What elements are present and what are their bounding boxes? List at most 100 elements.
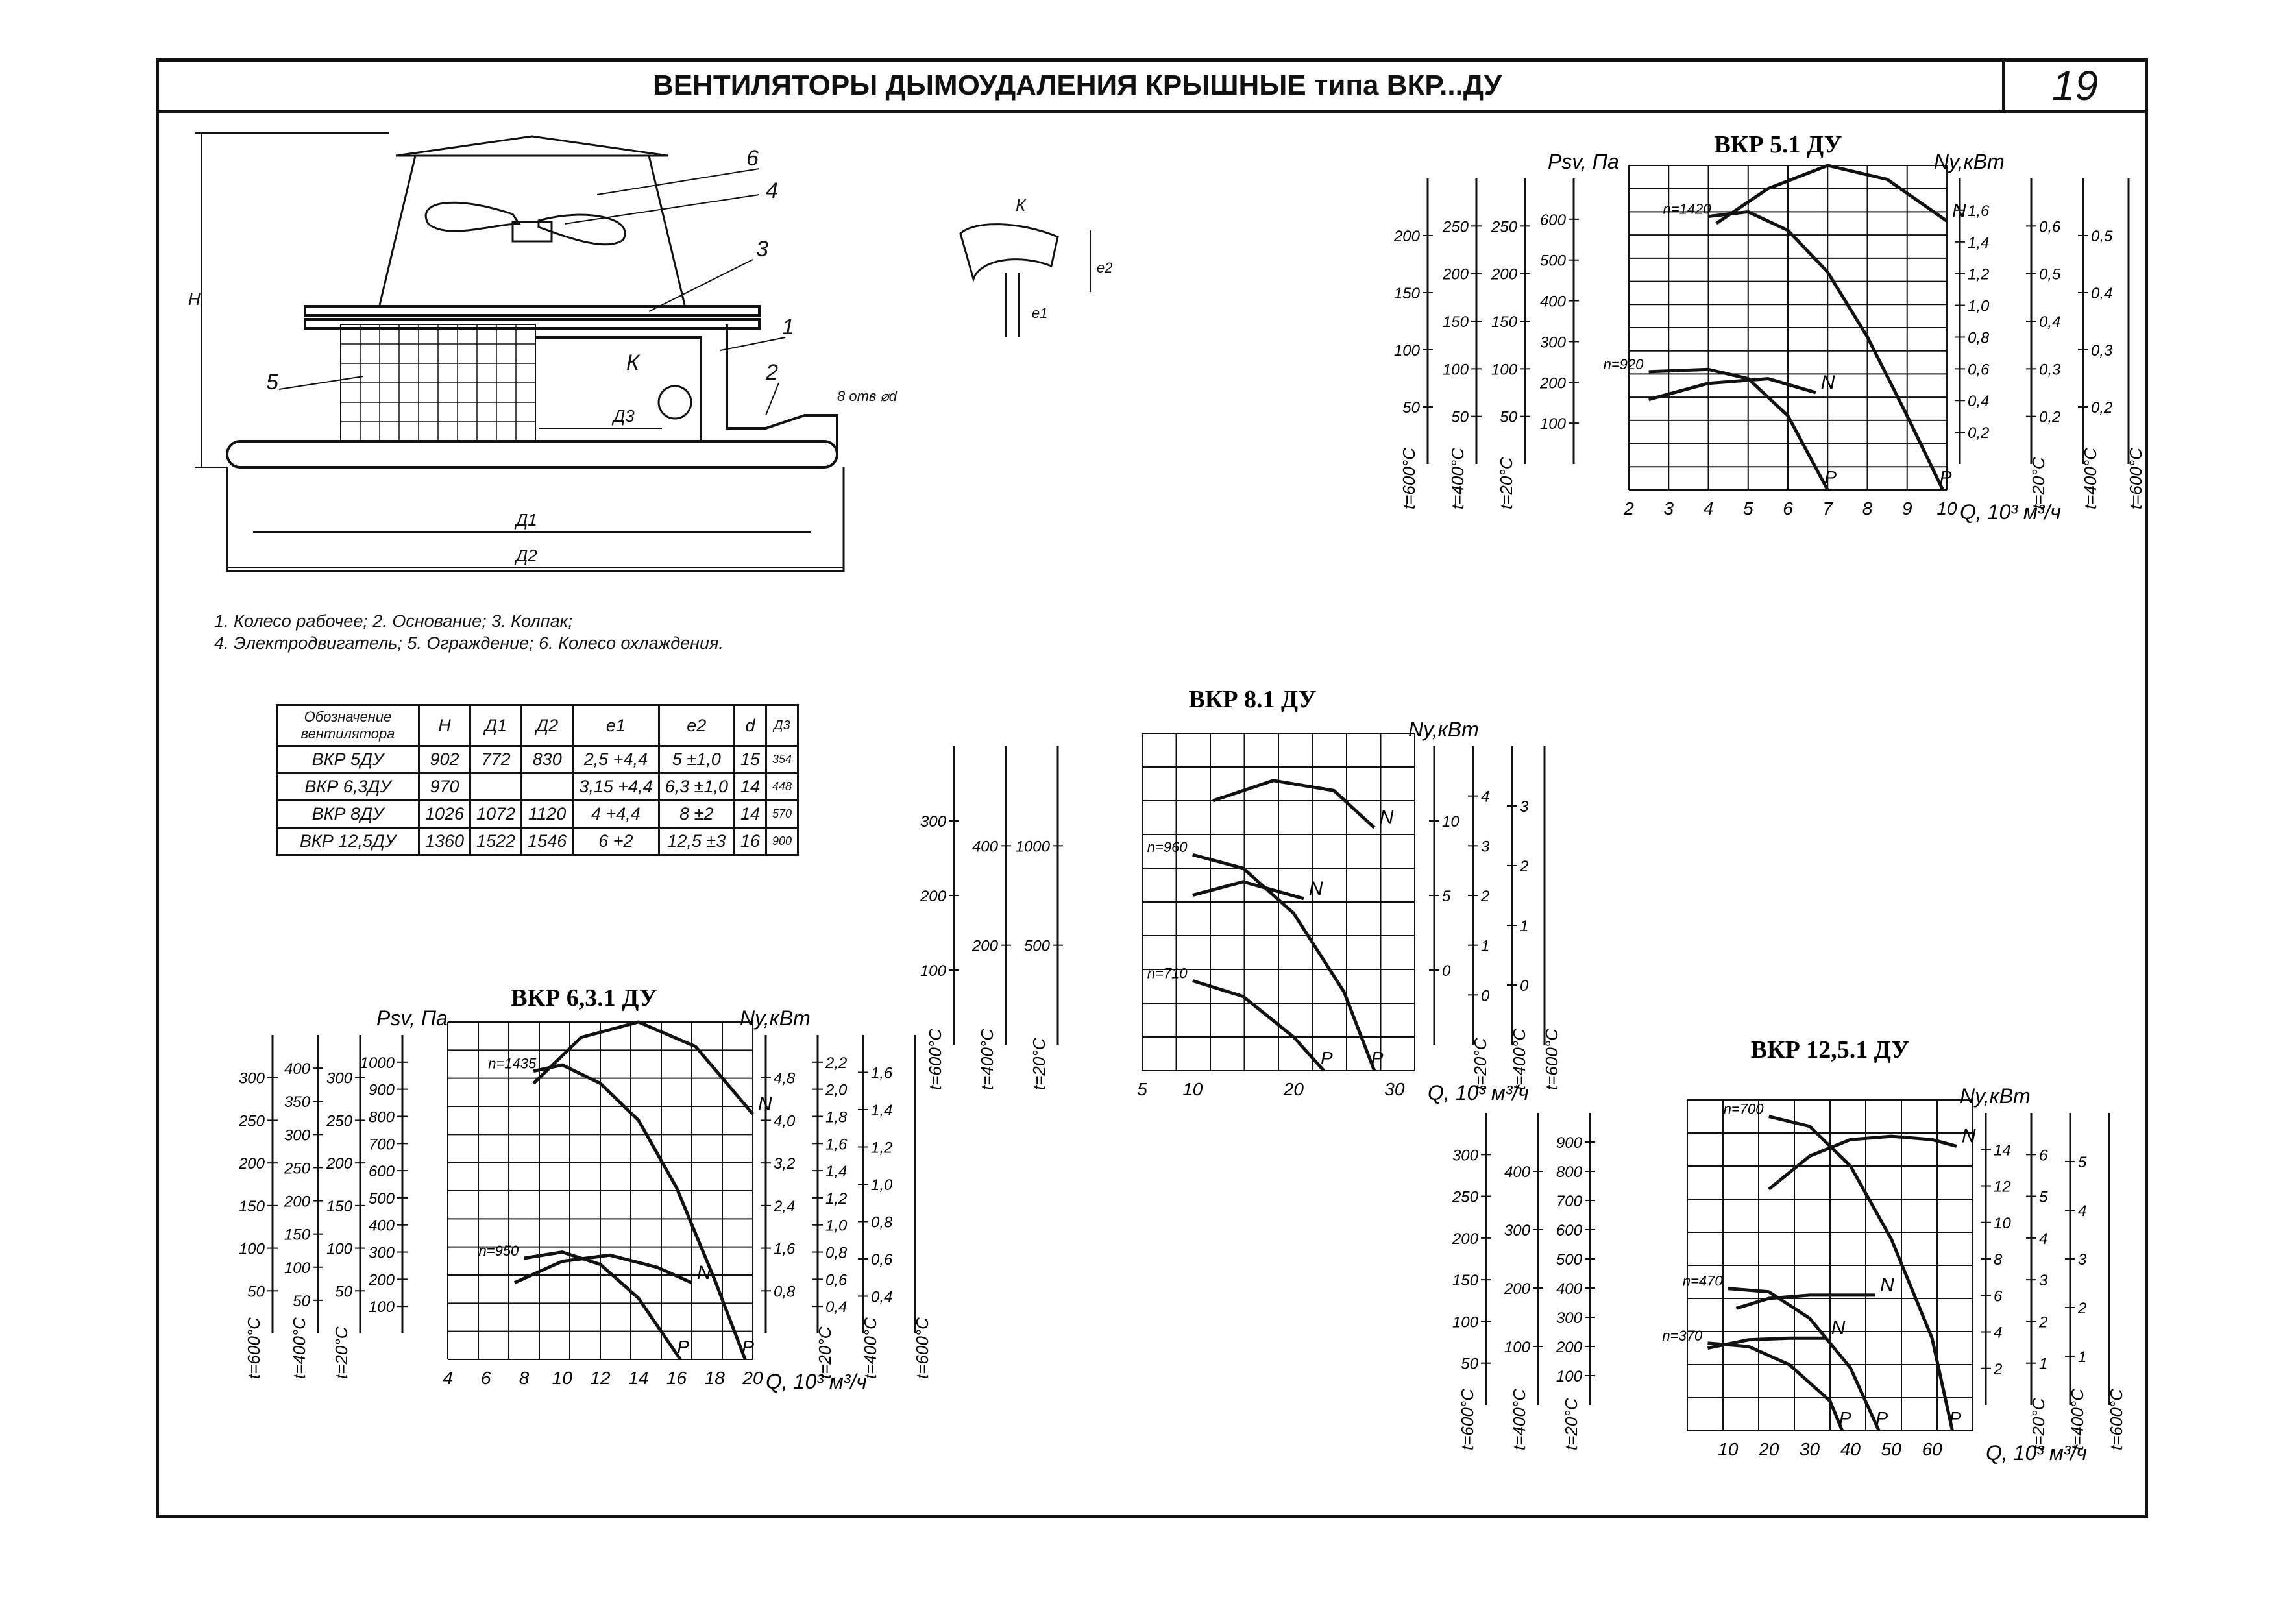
axis-tick-label: 0,8 [871, 1214, 893, 1232]
x-tick-label: 20 [1283, 1079, 1304, 1099]
axis-tick-label: 800 [1556, 1163, 1583, 1181]
table-cell: 448 [765, 772, 800, 801]
axis-tick-label: 200 [326, 1155, 353, 1173]
series-end-label: P [1940, 467, 1952, 487]
axis-tick-label: 1,4 [825, 1163, 847, 1180]
axis-tick-label: 700 [1556, 1193, 1583, 1210]
page-number: 19 [2051, 62, 2099, 109]
axis-label: t=400°C [289, 1317, 309, 1379]
series-line-p [1707, 1341, 1844, 1431]
axis-tick-label: 4 [1481, 788, 1489, 806]
axis-tick-label: 50 [1451, 409, 1469, 426]
axis-tick-label: 500 [1540, 252, 1567, 270]
table-cell [520, 772, 574, 801]
x-tick-label: 40 [1840, 1439, 1861, 1459]
legend-line-2: 4. Электродвигатель; 5. Ограждение; 6. К… [214, 633, 724, 653]
x-tick-label: 50 [1881, 1439, 1902, 1459]
axis-label: t=600°C [1458, 1389, 1477, 1450]
x-tick-label: 20 [742, 1368, 763, 1388]
axis-tick-label: 1,2 [871, 1139, 892, 1157]
series-line-p [1708, 210, 1945, 491]
axis-tick-label: 300 [284, 1126, 311, 1144]
axis-label: t=600°C [925, 1029, 945, 1090]
table-cell: 772 [469, 745, 523, 774]
series-line-n [1192, 880, 1304, 901]
series-end-label: P [1875, 1408, 1888, 1428]
axis-tick-label: 4,0 [774, 1112, 796, 1130]
axis-tick-label: 300 [1452, 1147, 1479, 1164]
label-K: К [626, 350, 641, 375]
table-cell: 1522 [469, 827, 523, 856]
axis-label: Ny,кВт [1408, 718, 1479, 741]
series-line-n [532, 1020, 754, 1115]
series-label: n=960 [1147, 839, 1188, 855]
x-tick-label: 20 [1758, 1439, 1779, 1459]
axis-tick-label: 50 [1402, 399, 1420, 417]
series-label: N [1880, 1274, 1894, 1296]
dim-D2-label: Д2 [514, 546, 537, 565]
axis-tick-label: 500 [369, 1190, 395, 1208]
x-tick-label: 10 [1182, 1079, 1203, 1099]
callout-5: 5 [266, 370, 278, 395]
axis-tick-label: 4,8 [774, 1070, 796, 1088]
axis-tick-label: 1,6 [1968, 202, 1990, 220]
table-cell: 14 [733, 799, 768, 829]
axis-label: t=400°C [2068, 1389, 2087, 1450]
series-line-n [1715, 164, 1948, 225]
axis-tick-label: 0,4 [1968, 393, 1989, 410]
callout-4: 4 [766, 178, 778, 203]
axis-tick-label: 200 [284, 1193, 311, 1211]
axis-tick-label: 50 [1500, 409, 1517, 426]
axis-tick-label: 1,4 [871, 1102, 892, 1119]
axis-tick-label: 2 [1480, 888, 1489, 905]
axis-tick-label: 250 [1491, 218, 1518, 236]
axis-tick-label: 300 [369, 1245, 395, 1262]
axis-tick-label: 200 [1539, 374, 1567, 392]
table-cell: 16 [733, 827, 768, 856]
axis-label: Ny,кВт [1960, 1084, 2031, 1108]
axis-label: t=400°C [1509, 1029, 1529, 1090]
axis-tick-label: 100 [284, 1260, 311, 1277]
callout-6: 6 [746, 146, 759, 171]
series-line-n [1707, 1336, 1826, 1350]
axis-tick-label: 600 [369, 1163, 395, 1180]
axis-tick-label: 0,6 [1968, 361, 1990, 378]
axis-label: t=600°C [912, 1317, 932, 1379]
axis-tick-label: 150 [239, 1198, 265, 1215]
axis-label: t=400°C [1448, 448, 1467, 509]
axis-label: t=400°C [2081, 448, 2100, 509]
axis-tick-label: 50 [293, 1293, 310, 1310]
axis-tick-label: 1,4 [1968, 234, 1989, 252]
table-cell: ВКР 12,5ДУ [276, 827, 420, 856]
axis-tick-label: 50 [1461, 1356, 1478, 1373]
series-label: N [1831, 1317, 1846, 1339]
axis-label: t=400°C [861, 1317, 880, 1379]
axis-tick-label: 400 [1504, 1163, 1531, 1181]
axis-tick-label: 150 [326, 1198, 353, 1215]
axis-tick-label: 0,2 [2039, 409, 2060, 426]
axis-tick-label: 800 [369, 1108, 395, 1126]
series-label: n=370 [1662, 1328, 1703, 1344]
axis-tick-label: 200 [1556, 1339, 1583, 1356]
x-axis-label: Q, 10³ м³/ч [766, 1370, 867, 1393]
series-line-n [1768, 1134, 1957, 1191]
axis-tick-label: 2 [1519, 858, 1528, 875]
axis-tick-label: 3 [2078, 1251, 2087, 1269]
axis-tick-label: 200 [368, 1271, 395, 1289]
axis-tick-label: 100 [1556, 1368, 1583, 1385]
detail-K-label: К [1016, 195, 1027, 215]
parts-legend: 1. Колесо рабочее; 2. Основание; 3. Колп… [214, 610, 724, 654]
e1-label: е1 [1032, 305, 1047, 321]
table-cell: ВКР 8ДУ [276, 799, 420, 829]
axis-tick-label: 300 [1556, 1309, 1583, 1327]
x-axis-label: Q, 10³ м³/ч [1986, 1441, 2087, 1465]
axis-tick-label: 6 [2039, 1147, 2048, 1164]
page-number-box [2002, 58, 2148, 113]
axis-tick-label: 2,2 [825, 1054, 847, 1072]
axis-tick-label: 100 [1540, 415, 1567, 433]
series-line-n [513, 1253, 693, 1285]
axis-tick-label: 400 [1556, 1280, 1583, 1298]
axis-tick-label: 100 [1491, 361, 1518, 378]
axis-tick-label: 0 [1520, 977, 1529, 995]
axis-tick-label: 0,2 [2091, 399, 2112, 417]
